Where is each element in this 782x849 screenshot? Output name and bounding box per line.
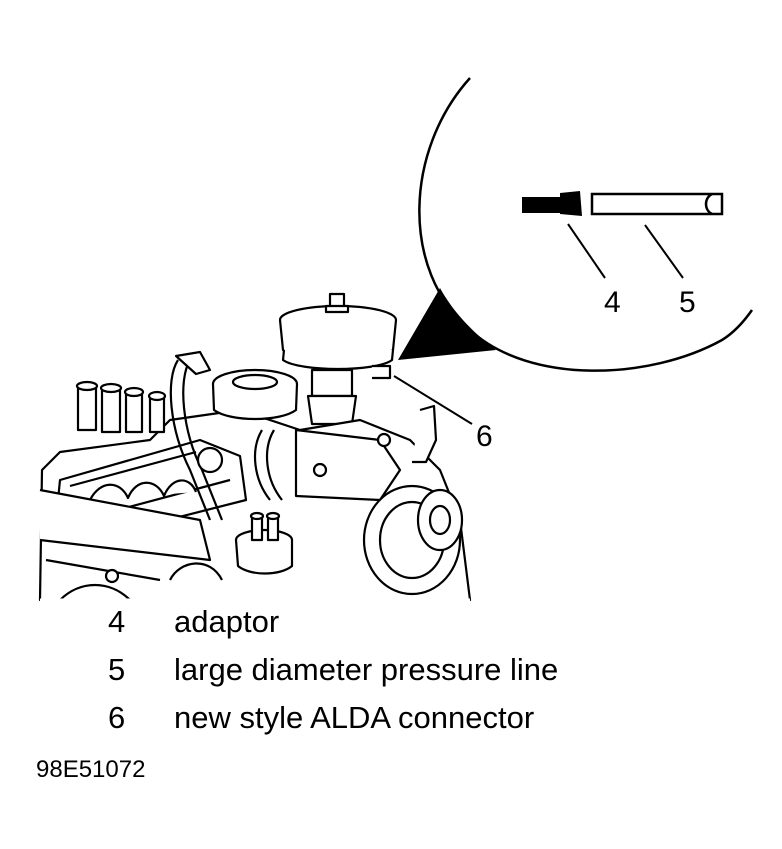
pressure-line-part xyxy=(590,192,724,216)
legend-number: 5 xyxy=(108,652,126,687)
figure-code: 98E51072 xyxy=(36,756,146,783)
legend-number: 4 xyxy=(108,604,126,639)
leader-line-4 xyxy=(567,223,606,279)
engine-illustration xyxy=(38,292,472,602)
callout-4: 4 xyxy=(604,286,621,319)
legend-text: large diameter pressure line xyxy=(174,652,559,687)
callout-6: 6 xyxy=(476,420,493,453)
callout-5: 5 xyxy=(679,286,696,319)
legend-text: new style ALDA connector xyxy=(174,700,535,735)
legend-number: 6 xyxy=(108,700,126,735)
detail-magnifier xyxy=(418,77,754,372)
leader-line-5 xyxy=(644,224,684,279)
adaptor-part xyxy=(522,191,582,216)
leader-line-6 xyxy=(393,375,473,425)
detail-circle-arc xyxy=(418,77,754,372)
magnifier-pointer-wedge xyxy=(398,288,496,360)
legend-text: adaptor xyxy=(174,604,280,639)
